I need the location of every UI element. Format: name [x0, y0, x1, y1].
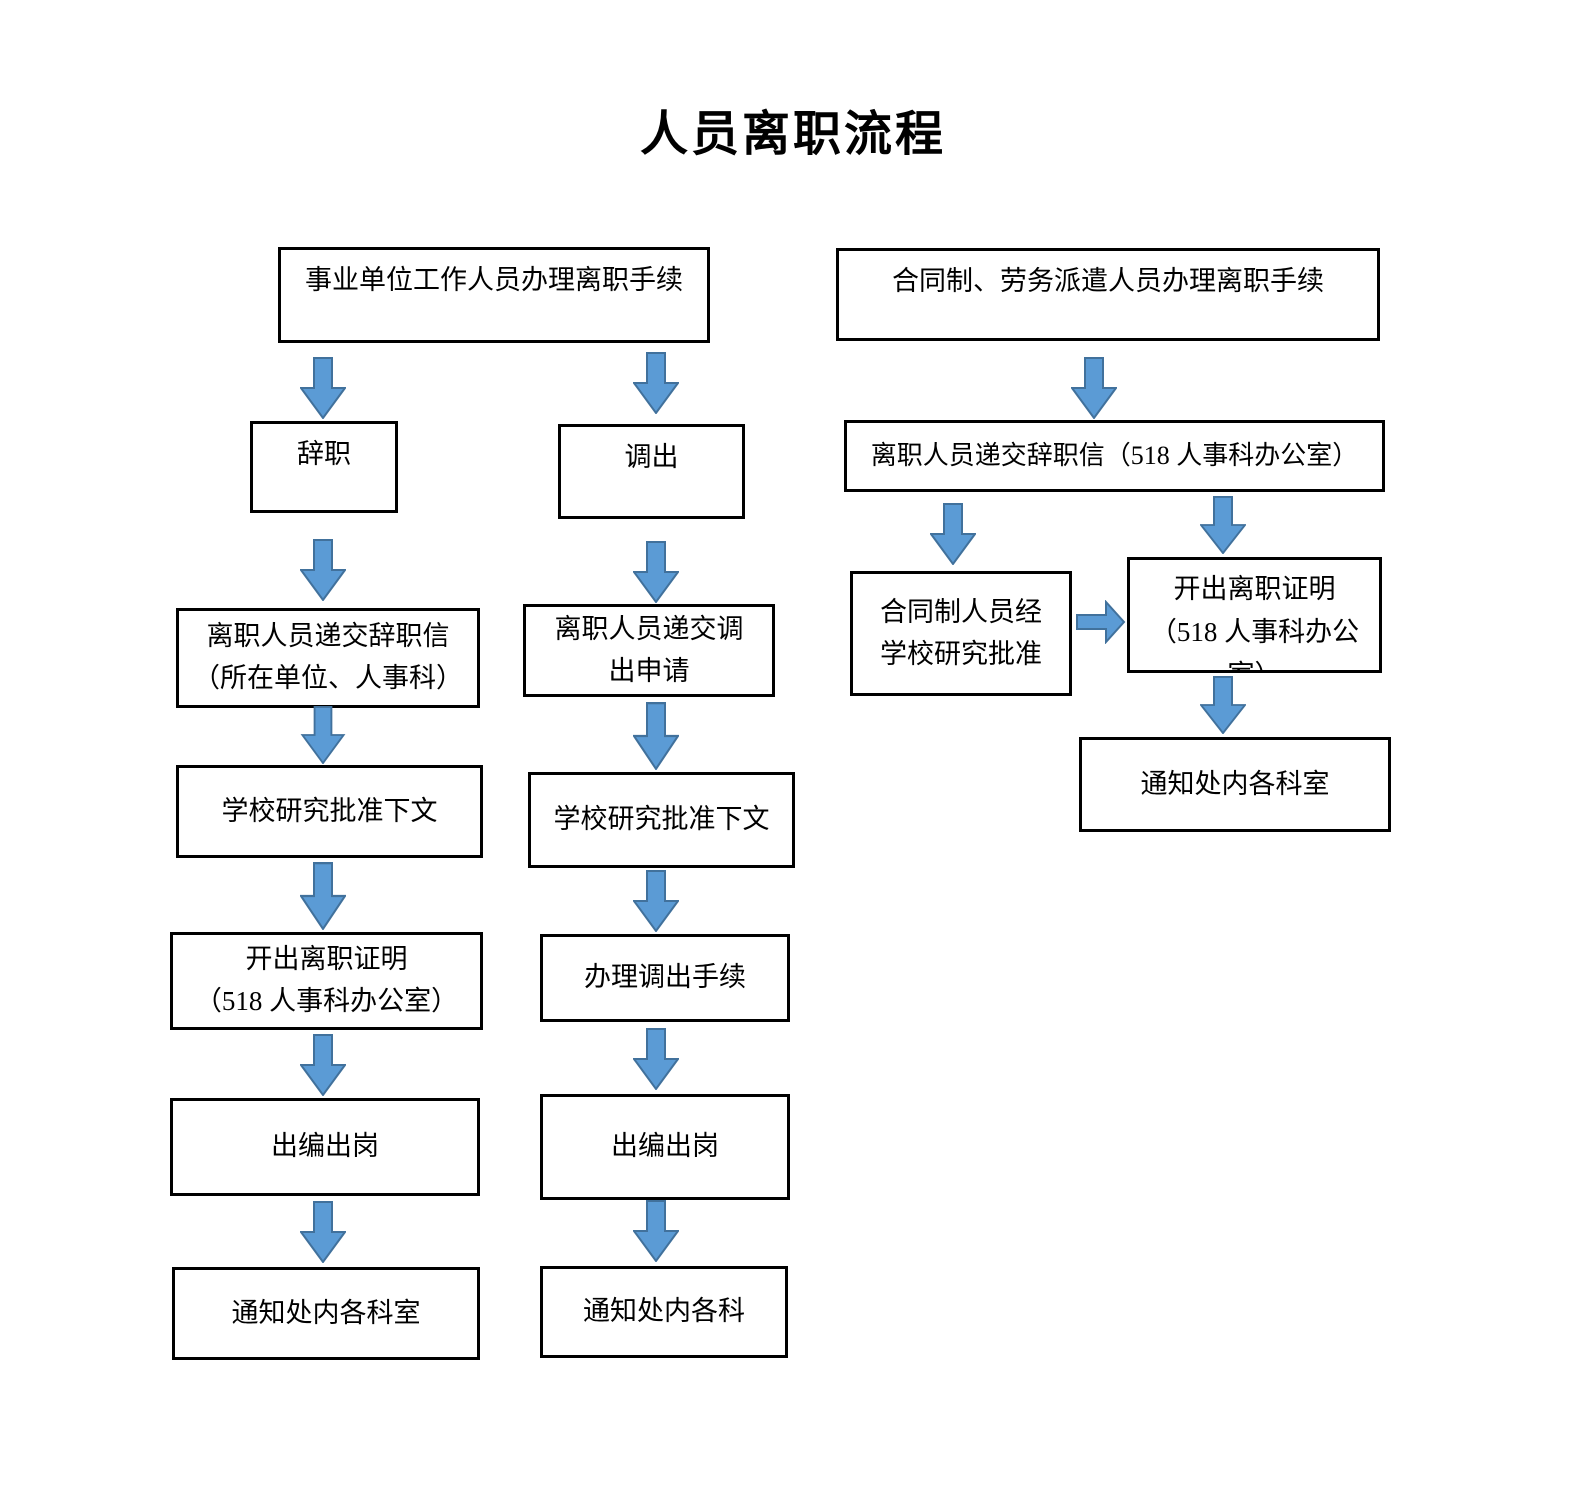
down-arrow-icon: [300, 539, 346, 601]
down-arrow-icon: [633, 702, 679, 770]
node-resign-submit-letter-line1: 离职人员递交辞职信: [206, 621, 450, 652]
down-arrow-icon: [930, 503, 976, 565]
node-transfer-approval: 学校研究批准下文: [528, 772, 795, 868]
right-arrow-icon: [1076, 600, 1126, 644]
node-transfer-submit-request-line2: 出申请: [608, 655, 690, 686]
node-transfer-procedure: 办理调出手续: [540, 934, 790, 1022]
node-contract-certificate: 开出离职证明 （518 人事科办公 室）: [1127, 557, 1382, 673]
node-contract-submit-letter: 离职人员递交辞职信（518 人事科办公室）: [844, 420, 1385, 492]
node-resign-submit-letter: 离职人员递交辞职信 （所在单位、人事科）: [176, 608, 480, 708]
down-arrow-icon: [1071, 357, 1117, 419]
node-transfer-procedure-text: 办理调出手续: [584, 962, 746, 993]
down-arrow-icon: [1200, 496, 1246, 554]
down-arrow-icon: [300, 706, 346, 764]
node-transfer-submit-request: 离职人员递交调 出申请: [523, 604, 775, 697]
node-contract-approval: 合同制人员经 学校研究批准: [850, 571, 1072, 696]
down-arrow-icon: [300, 357, 346, 419]
down-arrow-icon: [1200, 676, 1246, 734]
down-arrow-icon: [633, 541, 679, 603]
node-resign-head-text: 辞职: [297, 439, 351, 469]
node-transfer-head: 调出: [558, 424, 745, 519]
node-resign-notify: 通知处内各科室: [172, 1267, 480, 1360]
down-arrow-icon: [633, 1200, 679, 1262]
node-contract-certificate-line3: 室）: [1228, 654, 1282, 670]
node-contract-notify: 通知处内各科室: [1079, 737, 1391, 832]
node-contract-approval-line2: 学校研究批准: [880, 638, 1042, 669]
node-resign-out-of-staff: 出编出岗: [170, 1098, 480, 1196]
down-arrow-icon: [300, 862, 346, 930]
node-transfer-submit-request-line1: 离职人员递交调: [554, 613, 744, 644]
node-resign-certificate-line1: 开出离职证明: [245, 944, 408, 975]
down-arrow-icon: [300, 1034, 346, 1096]
node-contract-certificate-line1: 开出离职证明: [1173, 574, 1336, 604]
down-arrow-icon: [633, 870, 679, 932]
node-resign-out-of-staff-text: 出编出岗: [271, 1131, 379, 1162]
down-arrow-icon: [633, 1028, 679, 1090]
node-institution-root-text: 事业单位工作人员办理离职手续: [305, 265, 683, 295]
node-contract-root: 合同制、劳务派遣人员办理离职手续: [836, 248, 1380, 341]
node-transfer-out-of-staff: 出编出岗: [540, 1094, 790, 1200]
node-resign-submit-letter-line2: （所在单位、人事科）: [193, 663, 463, 693]
node-transfer-head-text: 调出: [624, 442, 679, 472]
down-arrow-icon: [300, 1201, 346, 1263]
node-resign-certificate: 开出离职证明 （518 人事科办公室）: [170, 932, 483, 1030]
node-contract-approval-line1: 合同制人员经: [880, 596, 1042, 627]
node-resign-approval: 学校研究批准下文: [176, 765, 483, 858]
page-title: 人员离职流程: [639, 108, 946, 161]
node-transfer-approval-text: 学校研究批准下文: [553, 804, 770, 835]
node-contract-notify-text: 通知处内各科室: [1140, 768, 1330, 799]
node-institution-root: 事业单位工作人员办理离职手续: [278, 247, 710, 343]
node-contract-submit-letter-text: 离职人员递交辞职信（518 人事科办公室）: [870, 440, 1359, 470]
node-transfer-out-of-staff-text: 出编出岗: [611, 1131, 719, 1162]
down-arrow-icon: [633, 352, 679, 414]
node-contract-root-text: 合同制、劳务派遣人员办理离职手续: [892, 266, 1324, 296]
node-transfer-notify-text: 通知处内各科: [583, 1296, 745, 1327]
node-resign-approval-text: 学校研究批准下文: [221, 795, 438, 826]
node-resign-head: 辞职: [250, 421, 398, 513]
node-contract-certificate-line2: （518 人事科办公: [1149, 617, 1360, 648]
node-resign-notify-text: 通知处内各科室: [231, 1297, 421, 1328]
node-resign-certificate-line2: （518 人事科办公室）: [194, 986, 459, 1016]
node-transfer-notify: 通知处内各科: [540, 1266, 788, 1358]
